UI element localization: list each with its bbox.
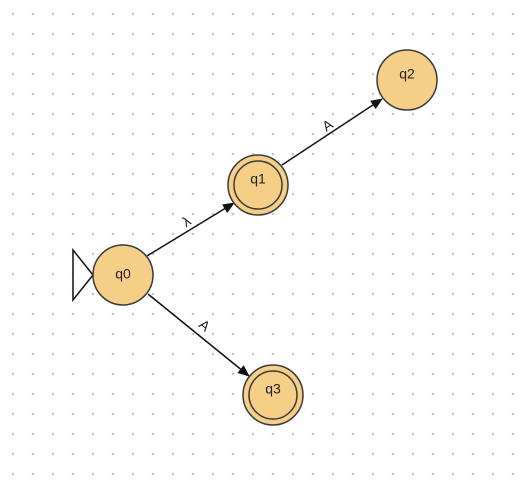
- transition-q0-q1[interactable]: λ: [146, 202, 235, 257]
- state-q3[interactable]: q3: [242, 364, 304, 426]
- transition-label: λ: [179, 212, 193, 229]
- transition-edge: [146, 202, 235, 257]
- state-q2[interactable]: q2: [376, 49, 438, 111]
- transition-label: A: [196, 316, 214, 335]
- state-circle: [242, 364, 304, 426]
- transition-q0-q3[interactable]: A: [147, 293, 250, 377]
- state-label: q0: [115, 266, 131, 282]
- transition-edge: [147, 293, 250, 377]
- state-circle: [376, 49, 438, 111]
- accepting-ring: [233, 160, 283, 210]
- state-label: q3: [265, 381, 281, 397]
- state-q0[interactable]: q0: [92, 244, 154, 306]
- state-label: q1: [250, 171, 266, 187]
- state-circle: [92, 244, 154, 306]
- state-circle: [227, 154, 289, 216]
- transition-q1-q2[interactable]: A: [281, 98, 383, 166]
- state-label: q2: [399, 66, 415, 82]
- accepting-ring: [248, 370, 298, 420]
- state-q1[interactable]: q1: [227, 154, 289, 216]
- transition-edge: [281, 98, 383, 166]
- initial-state-arrow: [72, 247, 94, 303]
